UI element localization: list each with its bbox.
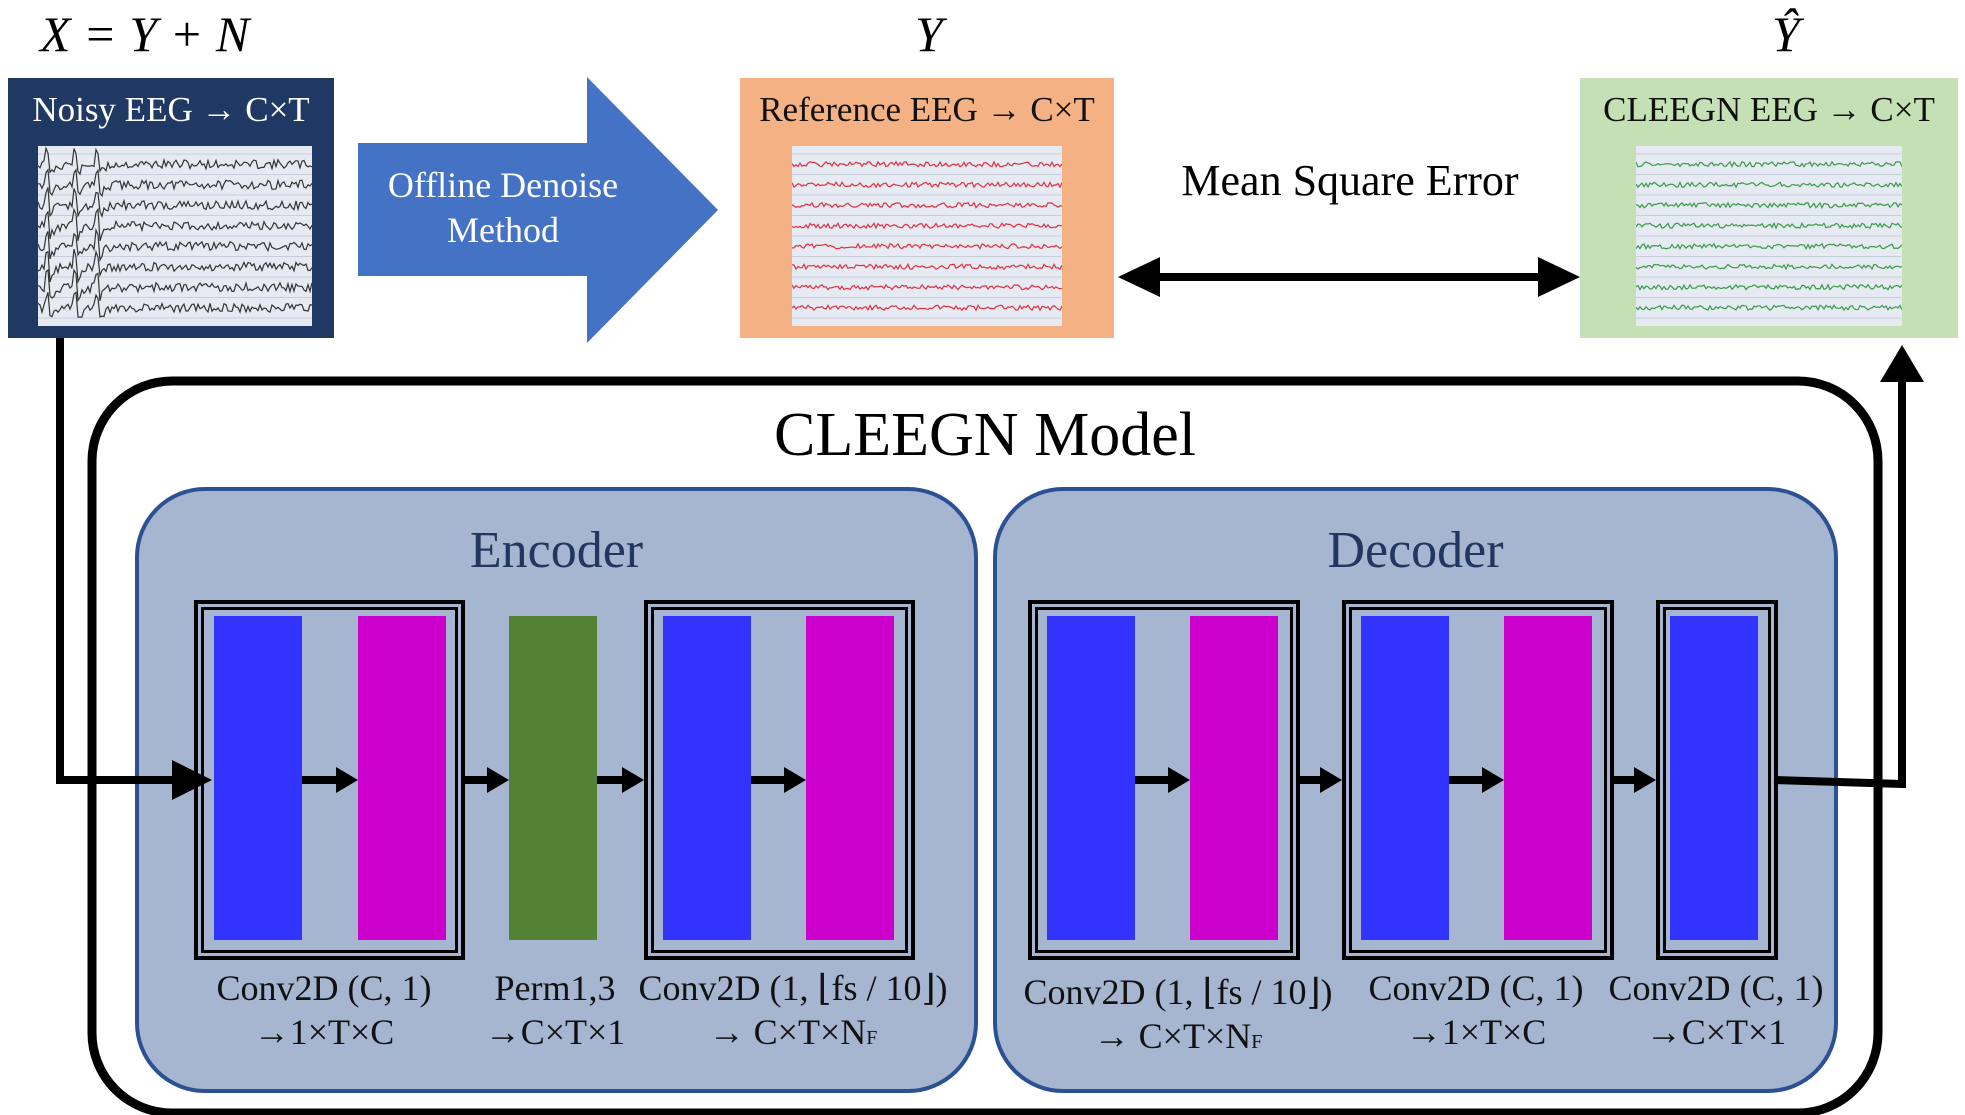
decoder-label-2: Conv2D (C, 1) →1×T×C: [1356, 966, 1596, 1054]
eeg-trace-line: [38, 146, 312, 176]
decoder-label-1-subscript: F: [1251, 1031, 1263, 1053]
eeg-trace-line: [792, 180, 1062, 189]
decoder-label-1: Conv2D (1, ⌊fs / 10⌋) → C×T×NF: [1008, 970, 1348, 1064]
reference-eeg-traces: [792, 153, 1062, 319]
eeg-trace-line: [1636, 263, 1902, 271]
eeg-trace-line: [792, 304, 1062, 312]
cleegn-eeg-plot: [1636, 146, 1902, 326]
encoder-label-1-line1: Conv2D (C, 1): [216, 968, 432, 1008]
eeg-trace-line: [1636, 201, 1902, 210]
encoder-conv-block-1: [214, 616, 302, 940]
encoder-title: Encoder: [469, 522, 644, 579]
encoder-label-3-line2-text: → C×T×N: [708, 1012, 867, 1052]
decoder-conv-block-1: [1047, 616, 1135, 940]
eeg-trace-line: [38, 248, 312, 284]
decoder-arrowhead-4: [1634, 767, 1656, 793]
encoder-label-1: Conv2D (C, 1) →1×T×C: [199, 966, 449, 1054]
eeg-trace-line: [38, 227, 312, 263]
output-flow-line: [1773, 378, 1906, 789]
encoder-arrowhead-3: [622, 767, 644, 793]
encoder-arrowhead-2: [487, 767, 509, 793]
reference-eeg-title: Reference EEG → C×T: [759, 90, 1095, 129]
offline-denoise-arrow: [358, 77, 718, 343]
noisy-eeg-traces: [38, 146, 312, 319]
eeg-trace-line: [1636, 180, 1902, 189]
model-border: [87, 376, 1883, 1115]
input-equation: X = Y + N: [40, 6, 250, 62]
eeg-trace-line: [1636, 160, 1902, 169]
model-title: CLEEGN Model: [774, 401, 1196, 469]
offline-denoise-line1: Offline Denoise: [387, 165, 619, 205]
eeg-trace-line: [792, 222, 1062, 230]
input-flow-line: [56, 338, 175, 784]
eeg-trace-line: [38, 207, 312, 241]
noisy-eeg-box: Noisy EEG → C×T: [8, 78, 334, 338]
encoder-conv-block-2: [663, 616, 751, 940]
noisy-eeg-title: Noisy EEG → C×T: [32, 90, 310, 129]
encoder-label-2-line1: Perm1,3: [494, 968, 616, 1008]
offline-denoise-line2: Method: [447, 210, 559, 250]
encoder-label-3-subscript: F: [866, 1027, 878, 1049]
encoder-arrowhead-4: [784, 767, 806, 793]
eeg-trace-line: [792, 201, 1062, 209]
encoder-label-2: Perm1,3 →C×T×1: [465, 966, 645, 1054]
decoder-arrowhead-2: [1320, 767, 1342, 793]
noisy-eeg-plot: [38, 146, 312, 326]
cleegn-eeg-box: CLEEGN EEG → C×T: [1580, 78, 1958, 338]
reference-eeg-box: Reference EEG → C×T: [740, 78, 1114, 338]
decoder-arrowhead-3: [1482, 767, 1504, 793]
decoder-title: Decoder: [1327, 522, 1504, 579]
encoder-label-3: Conv2D (1, ⌊fs / 10⌋) → C×T×NF: [628, 966, 958, 1060]
decoder-conv-block-2: [1361, 616, 1449, 940]
decoder-conv-block-3: [1670, 616, 1758, 940]
offline-denoise-label: Offline Denoise Method: [358, 163, 648, 253]
mse-arrow-right-head: [1538, 257, 1580, 297]
eeg-trace-line: [38, 167, 312, 198]
eeg-trace-line: [38, 187, 312, 219]
decoder-label-1-line1: Conv2D (1, ⌊fs / 10⌋): [1023, 972, 1333, 1012]
eeg-trace-line: [1636, 242, 1902, 251]
encoder-norm-block-2: [806, 616, 894, 940]
decoder-label-3-line2: →C×T×1: [1645, 1012, 1787, 1052]
decoder-label-1-line2-text: → C×T×N: [1093, 1016, 1252, 1056]
mse-arrow-left-head: [1118, 257, 1160, 297]
decoder-label-2-line2: →1×T×C: [1405, 1012, 1547, 1052]
eeg-trace-line: [38, 291, 312, 318]
decoder-label-3: Conv2D (C, 1) →C×T×1: [1596, 966, 1836, 1054]
eeg-trace-line: [792, 283, 1062, 291]
decoder-norm-block-1: [1190, 616, 1278, 940]
eeg-trace-line: [1636, 283, 1902, 291]
encoder-group-2-frame: [644, 600, 915, 960]
encoder-label-2-line2: →C×T×1: [484, 1012, 626, 1052]
encoder-norm-block-1: [358, 616, 446, 940]
eeg-trace-line: [38, 268, 312, 303]
cleegn-eeg-traces: [1636, 153, 1902, 319]
encoder-label-1-line2: →1×T×C: [253, 1012, 395, 1052]
eeg-trace-line: [792, 242, 1062, 251]
decoder-label-1-line2: → C×T×NF: [1008, 1014, 1348, 1064]
encoder-permute-block: [509, 616, 597, 940]
encoder-arrowhead-1: [336, 767, 358, 793]
cleegn-eeg-title: CLEEGN EEG → C×T: [1603, 90, 1935, 129]
eeg-trace-line: [1636, 221, 1902, 230]
mse-label: Mean Square Error: [1181, 156, 1519, 205]
eeg-trace-line: [792, 262, 1062, 271]
decoder-label-2-line1: Conv2D (C, 1): [1368, 968, 1584, 1008]
reference-eeg-plot: [792, 146, 1062, 326]
decoder-arrowhead-1: [1168, 767, 1190, 793]
decoder-label-3-line1: Conv2D (C, 1): [1608, 968, 1824, 1008]
output-arrowhead: [1880, 345, 1924, 382]
input-arrowhead: [172, 760, 212, 800]
eeg-trace-line: [1636, 304, 1902, 312]
decoder-norm-block-2: [1504, 616, 1592, 940]
encoder-label-3-line2: → C×T×NF: [628, 1010, 958, 1060]
reference-symbol: Y: [915, 6, 943, 62]
encoder-label-3-line1: Conv2D (1, ⌊fs / 10⌋): [638, 968, 948, 1008]
eeg-trace-line: [792, 160, 1062, 168]
output-symbol: Ŷ: [1772, 6, 1800, 62]
